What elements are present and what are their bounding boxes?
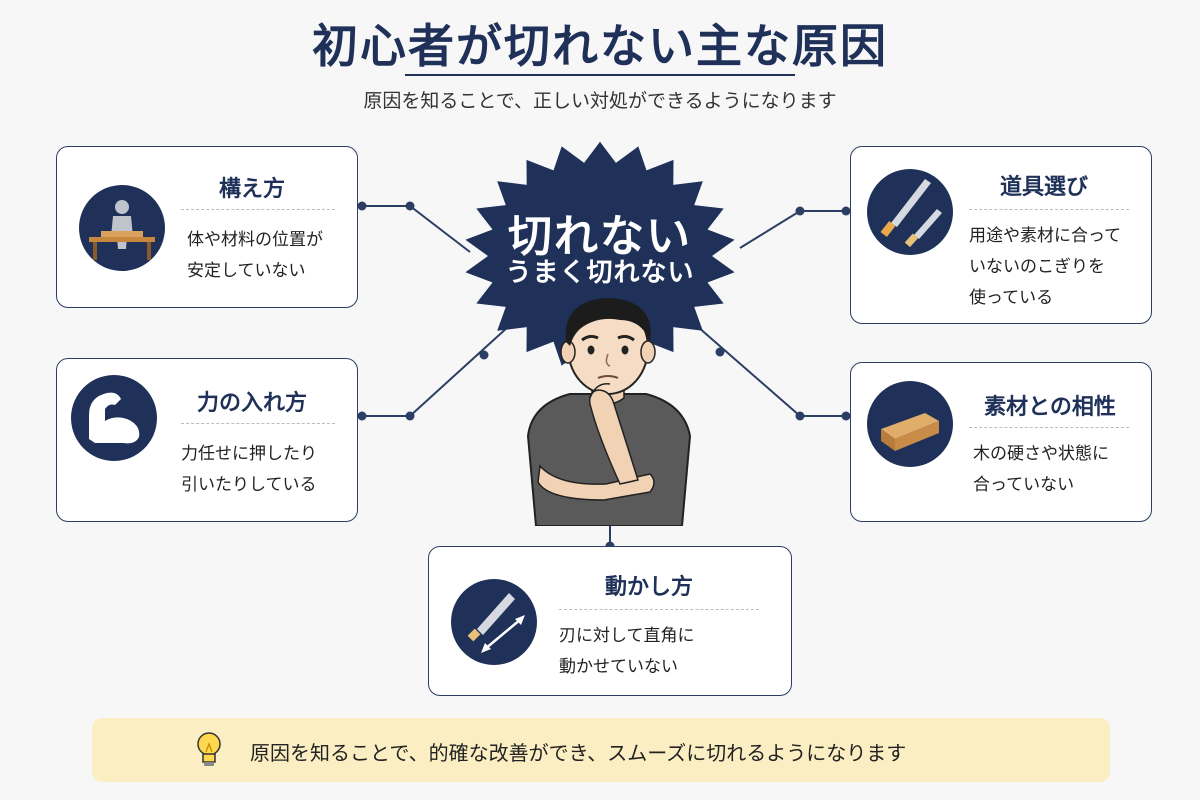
cause-description: 用途や素材に合って: [969, 226, 1122, 246]
connector-dot: [405, 411, 415, 421]
lightbulb-icon: [197, 732, 221, 766]
cause-title: 構え方: [218, 177, 285, 202]
cause-description: 使っている: [969, 288, 1054, 308]
cause-description: 刃に対して直角に: [559, 626, 695, 646]
dashed-divider: [969, 427, 1129, 428]
cause-card-material: 素材との相性 木の硬さや状態に 合っていない: [850, 362, 1152, 522]
connector-dot: [357, 411, 367, 421]
center-starburst: [465, 141, 735, 371]
connector-dot: [715, 347, 725, 357]
tip-text: 原因を知ることで、的確な改善ができ、スムーズに切れるようになります: [250, 741, 907, 765]
cause-description: 体や材料の位置が: [187, 230, 323, 250]
cause-card-motion: 動かし方 刃に対して直角に 動かせていない: [428, 546, 792, 696]
saw-with-arrow-icon: [451, 579, 537, 665]
connector-dot: [841, 206, 851, 216]
cause-description: いないのこぎりを: [969, 257, 1105, 277]
wood-plank-icon: [867, 381, 953, 467]
cause-description: 力任せに押したり: [181, 444, 317, 464]
page-title: 初心者が切れない主な原因: [312, 19, 888, 73]
title-underline: [405, 74, 795, 76]
connector-dot: [405, 201, 415, 211]
dashed-divider: [181, 209, 335, 210]
center-main-label: 切れない: [508, 211, 692, 262]
thinking-person-illustration: [526, 298, 692, 526]
dashed-divider: [559, 609, 759, 610]
connector-dot: [795, 206, 805, 216]
flexed-arm-icon: [71, 375, 157, 461]
dashed-divider: [969, 209, 1129, 210]
saws-icon: [867, 169, 953, 255]
cause-title: 素材との相性: [984, 395, 1116, 420]
connector-dot: [357, 201, 367, 211]
cause-description: 木の硬さや状態に: [973, 444, 1109, 464]
person-at-workbench-icon: [79, 185, 165, 271]
cause-card-stance: 構え方 体や材料の位置が 安定していない: [56, 146, 358, 308]
cause-title: 動かし方: [604, 575, 693, 600]
cause-description: 合っていない: [973, 475, 1075, 495]
cause-description: 引いたりしている: [181, 475, 317, 495]
connector-dot: [479, 350, 489, 360]
tip-banner: 原因を知ることで、的確な改善ができ、スムーズに切れるようになります: [92, 718, 1110, 782]
cause-description: 安定していない: [187, 261, 306, 281]
cause-card-force: 力の入れ方 力任せに押したり 引いたりしている: [56, 358, 358, 522]
dashed-divider: [181, 423, 335, 424]
cause-title: 力の入れ方: [196, 391, 307, 416]
page-subtitle: 原因を知ることで、正しい対処ができるようになります: [363, 90, 837, 112]
cause-description: 動かせていない: [559, 657, 678, 677]
cause-title: 道具選び: [999, 175, 1088, 200]
connector-dot: [795, 411, 805, 421]
cause-card-tool: 道具選び 用途や素材に合って いないのこぎりを 使っている: [850, 146, 1152, 324]
connector-dot: [841, 411, 851, 421]
center-sub-label: うまく切れない: [505, 258, 695, 288]
